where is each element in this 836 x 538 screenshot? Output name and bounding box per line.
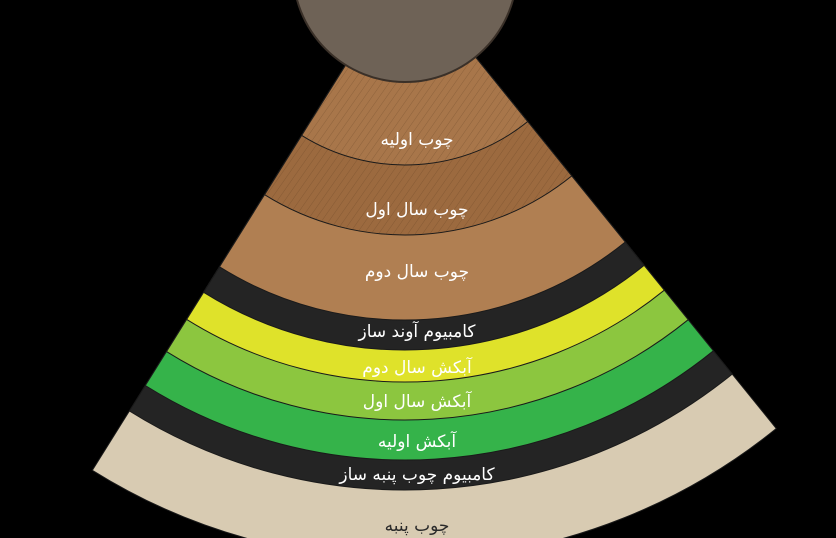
label-cork-cambium: کامبیوم چوب پنبه ساز [338, 465, 495, 485]
label-primary-phloem: آبکش اولیه [378, 430, 458, 452]
label-first-year-xylem: چوب سال اول [365, 200, 468, 220]
label-vascular-cambium: کامبیوم آوند ساز [358, 320, 477, 342]
pith-disc [296, 0, 514, 83]
label-second-year-xylem: چوب سال دوم [365, 262, 469, 282]
label-first-year-phloem: آبکش سال اول [363, 390, 473, 412]
label-primary-xylem: چوب اولیه [380, 130, 453, 150]
label-cork: چوب پنبه [385, 516, 450, 536]
label-second-year-phloem: آبکش سال دوم [362, 356, 473, 378]
